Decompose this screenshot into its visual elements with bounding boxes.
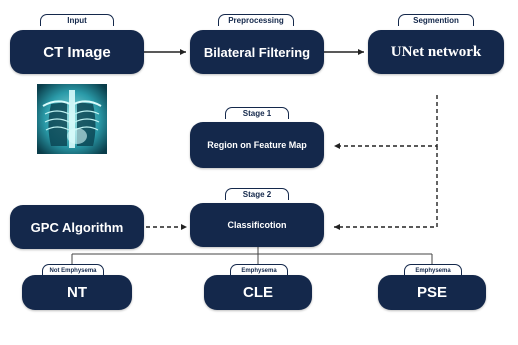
gpc-algorithm-node: GPC Algorithm xyxy=(10,205,144,249)
arrow-unet-to-classification xyxy=(334,146,438,230)
stage1-tag: Stage 1 xyxy=(225,107,289,119)
pse-node: PSE xyxy=(378,275,486,310)
cle-node: CLE xyxy=(204,275,312,310)
emphysema-cle-tag: Emphysema xyxy=(230,264,288,276)
arrow-unet-to-region xyxy=(334,95,438,149)
nt-node: NT xyxy=(22,275,132,310)
unet-network-node: UNet network xyxy=(368,30,504,74)
stage2-tag: Stage 2 xyxy=(225,188,289,200)
chest-xray-image xyxy=(37,84,107,154)
preprocessing-tag: Preprocessing xyxy=(218,14,294,26)
classification-node: Classificotion xyxy=(190,203,324,247)
chest-xray-icon xyxy=(37,84,107,154)
not-emphysema-tag: Not Emphysema xyxy=(42,264,104,276)
segmentation-tag: Segmention xyxy=(398,14,474,26)
emphysema-pse-tag: Emphysema xyxy=(404,264,462,276)
input-tag: Input xyxy=(40,14,114,26)
bilateral-filtering-node: Bilateral Filtering xyxy=(190,30,324,74)
region-feature-map-node: Region on Feature Map xyxy=(190,122,324,168)
ct-image-node: CT Image xyxy=(10,30,144,74)
